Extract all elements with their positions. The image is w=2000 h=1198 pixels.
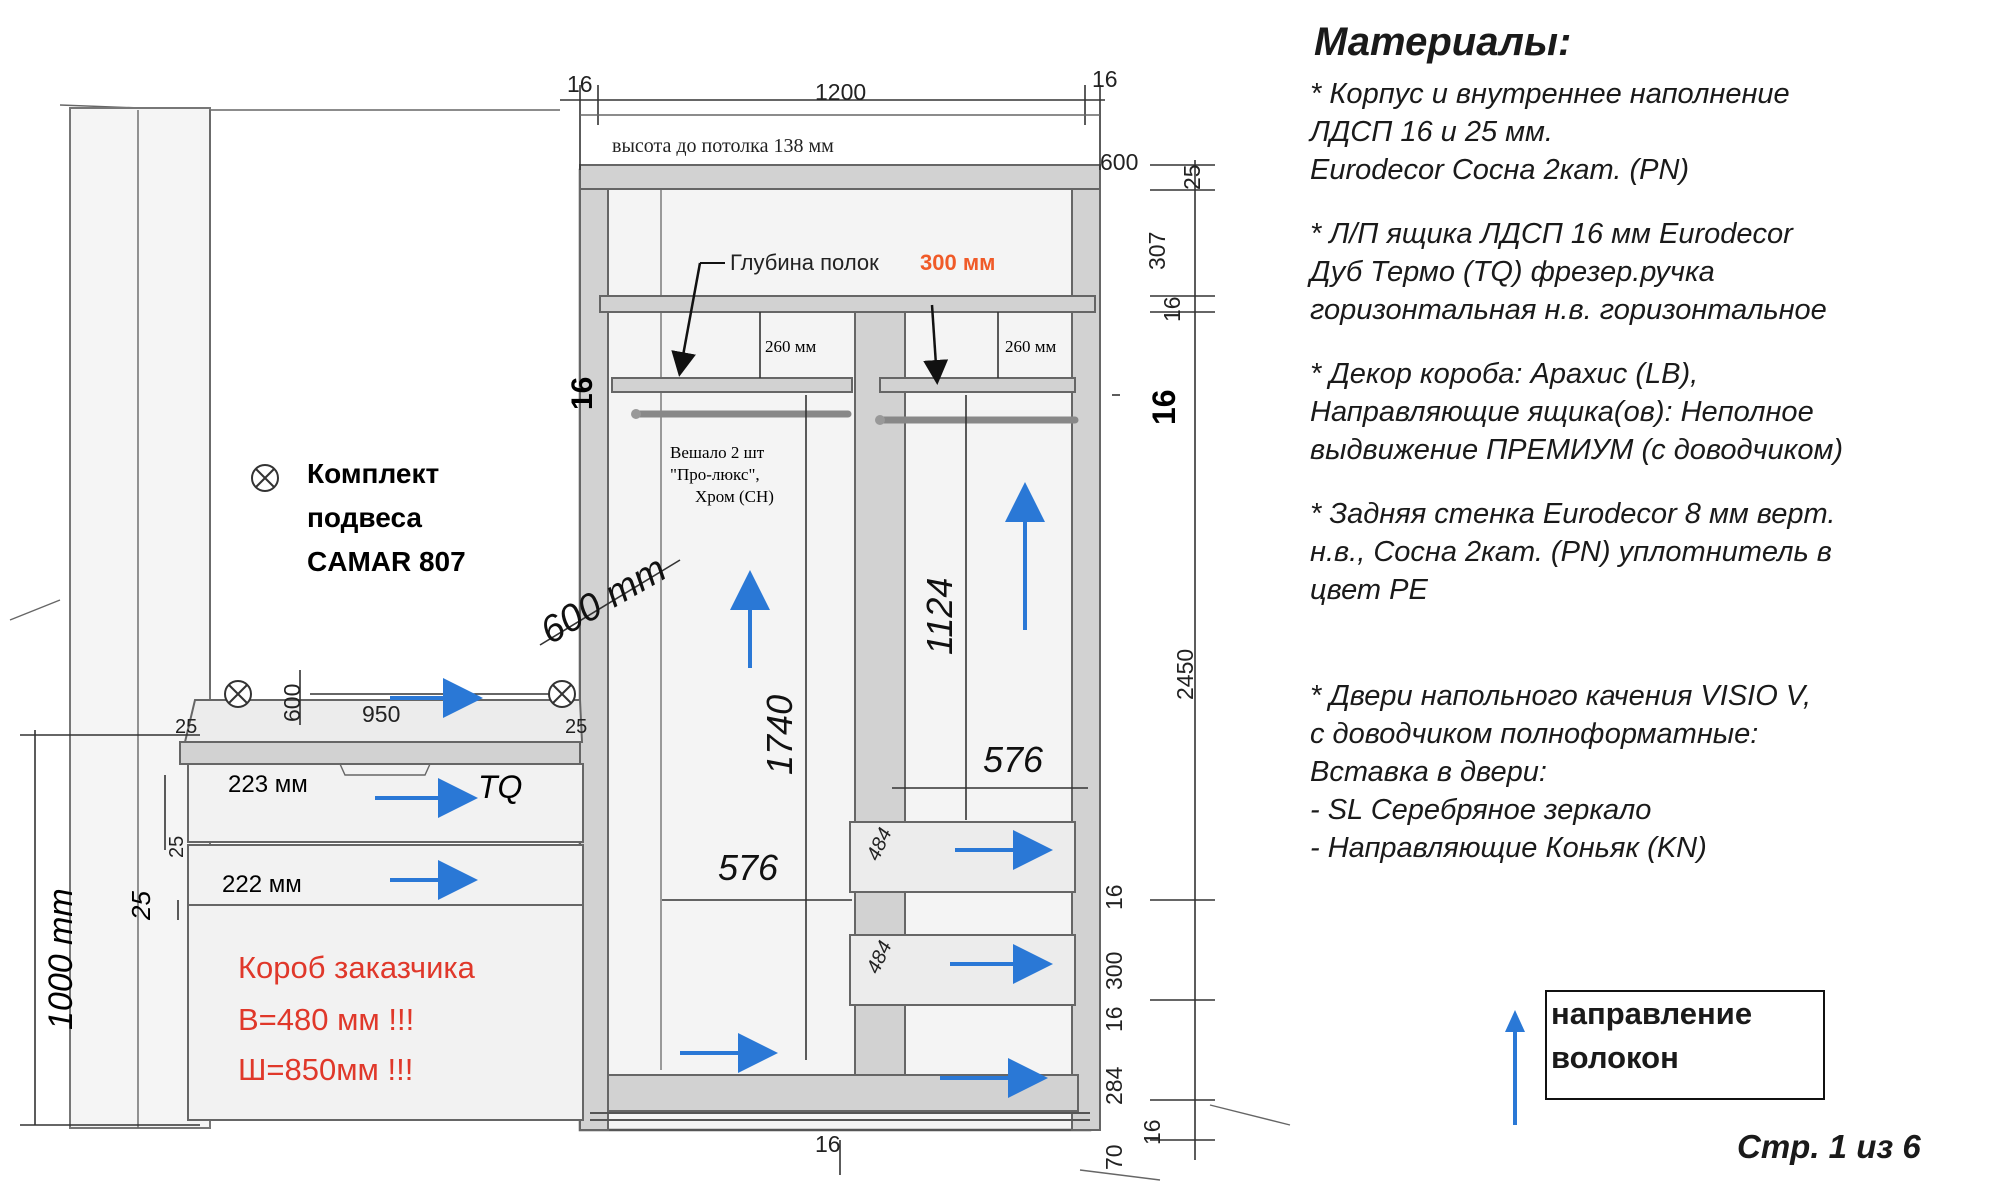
room-walls (9, 104, 1291, 1181)
shelf-depth-value: 300 мм (920, 250, 995, 275)
materials-line: Направляющие ящика(ов): Неполное (1310, 396, 1814, 428)
materials-line: * Л/П ящика ЛДСП 16 мм Eurodecor (1310, 218, 1793, 250)
drawer1-mark: TQ (478, 769, 522, 805)
materials-line: н.в., Сосна 2кат. (PN) уплотнитель в (1310, 536, 1832, 568)
kit-line-2: подвеса (307, 502, 422, 533)
page-number: Стр. 1 из 6 (1737, 1128, 1921, 1165)
materials-line: * Корпус и внутреннее наполнение (1310, 78, 1790, 110)
box-side-right: 25 (565, 716, 587, 738)
materials-line: * Задняя стенка Eurodecor 8 мм верт. (1310, 498, 1836, 530)
grain-legend: направление волокон (1545, 990, 1825, 1100)
materials-line: Дуб Термо (TQ) фрезер.ручка (1310, 256, 1715, 288)
drawer1-height: 223 мм (228, 771, 308, 798)
legend-line-1: направление (1551, 996, 1753, 1031)
dim-right-70: 70 (1101, 1144, 1127, 1170)
left-shelf (611, 377, 853, 393)
right-hanging-rod (875, 415, 1079, 425)
box-side-left: 25 (175, 716, 197, 738)
shelf-depth-label: Глубина полок (730, 250, 879, 275)
materials-block: * Корпус и внутреннее наполнение ЛДСП 16… (1310, 75, 1990, 189)
box-gap-a: 25 (166, 836, 188, 858)
materials-line: ЛДСП 16 и 25 мм. (1310, 116, 1553, 148)
materials-block: * Декор короба: Арахис (LB), Направляющи… (1310, 355, 1990, 469)
box-gap-b: 25 (126, 891, 156, 921)
upper-shelf (599, 295, 1096, 313)
materials-block: * Двери напольного качения VISIO V, с до… (1310, 677, 1990, 867)
box-width: 950 (362, 701, 400, 727)
kit-line-3: CAMAR 807 (307, 546, 466, 577)
customer-box-1: Короб заказчика (238, 950, 476, 985)
materials-panel: Материалы: * Корпус и внутреннее наполне… (1310, 20, 1990, 893)
dim-depth-top: 600 (1100, 149, 1138, 175)
materials-block: * Л/П ящика ЛДСП 16 мм Eurodecor Дуб Тер… (1310, 215, 1990, 329)
dim-top-left: 16 (567, 71, 593, 97)
dimension-lines (20, 85, 1215, 1175)
materials-line: - SL Серебряное зеркало (1310, 794, 1652, 826)
dim-top-section: 307 (1144, 232, 1170, 270)
materials-line: цвет PE (1310, 574, 1428, 606)
hanger-mark-icon (548, 680, 576, 708)
dim-left-hang: 1740 (759, 695, 800, 775)
materials-line: выдвижение ПРЕМИУМ (с доводчиком) (1310, 434, 1844, 466)
materials-title: Материалы: (1314, 20, 1572, 64)
legend-line-2: волокон (1551, 1040, 1679, 1075)
rod-note-1: Вешало 2 шт (670, 443, 765, 462)
right-shelf (879, 377, 1076, 393)
legend-arrow-vertical-icon (1505, 1010, 1525, 1125)
dim-right-300: 300 (1101, 952, 1127, 990)
customer-box-3: Ш=850мм !!! (238, 1052, 413, 1087)
dim-left-width: 576 (718, 847, 779, 888)
dim-right-16c: 16 (1139, 1119, 1165, 1145)
materials-line: - Направляющие Коньяк (KN) (1310, 832, 1707, 864)
materials-line: Eurodecor Сосна 2кат. (PN) (1310, 154, 1690, 186)
drawer2-height: 222 мм (222, 871, 302, 898)
dim-bottom-16: 16 (815, 1131, 841, 1157)
shelf-pointer-left (671, 262, 702, 377)
box-depth: 600 (279, 684, 305, 722)
dim-right-hang: 1124 (919, 578, 960, 655)
shelf-pointer-right (923, 304, 949, 385)
dim-shelf-gap-left: 260 мм (765, 337, 817, 356)
dim-ceiling-gap: высота до потолка 138 мм (612, 135, 834, 157)
materials-line: горизонтальная н.в. горизонтальное (1310, 294, 1827, 326)
customer-box-2: В=480 мм !!! (238, 1002, 414, 1037)
rod-note-3: Хром (CH) (695, 487, 774, 506)
wardrobe-drawing: 16 1200 16 высота до потолка 138 мм 600 … (9, 66, 1291, 1181)
dim-right-shelf: 16 (1146, 389, 1182, 425)
dim-top-width: 1200 (815, 79, 866, 105)
grain-direction-arrows (375, 482, 1053, 1098)
dim-shelf-thickness: 16 (1159, 296, 1185, 322)
dim-top-right: 16 (1092, 66, 1118, 92)
dim-right-16a: 16 (1101, 884, 1127, 910)
customer-box (179, 699, 584, 1121)
dim-total-height: 2450 (1172, 649, 1198, 700)
dim-right-width: 576 (983, 739, 1044, 780)
dim-right-16b: 16 (1101, 1006, 1127, 1032)
dim-right-284: 284 (1101, 1066, 1127, 1105)
dim-shelf-gap-right: 260 мм (1005, 337, 1057, 356)
rod-note-2: "Про-люкс", (670, 465, 760, 484)
materials-line: Вставка в двери: (1310, 756, 1547, 788)
hanger-mark-icon (224, 680, 252, 708)
kit-line-1: Комплект (307, 458, 439, 489)
materials-line: с доводчиком полноформатные: (1310, 718, 1759, 750)
dim-left-shelf: 16 (566, 377, 599, 410)
kit-legend-icon (251, 464, 279, 492)
materials-block: * Задняя стенка Eurodecor 8 мм верт. н.в… (1310, 495, 1990, 609)
materials-line: * Декор короба: Арахис (LB), (1310, 358, 1699, 390)
hanging-kit-markers (224, 464, 576, 708)
left-hanging-rod (631, 409, 852, 419)
dim-top-panel: 25 (1179, 164, 1205, 190)
materials-line: * Двери напольного качения VISIO V, (1310, 680, 1812, 712)
box-height-total: 1000 mm (42, 888, 80, 1030)
